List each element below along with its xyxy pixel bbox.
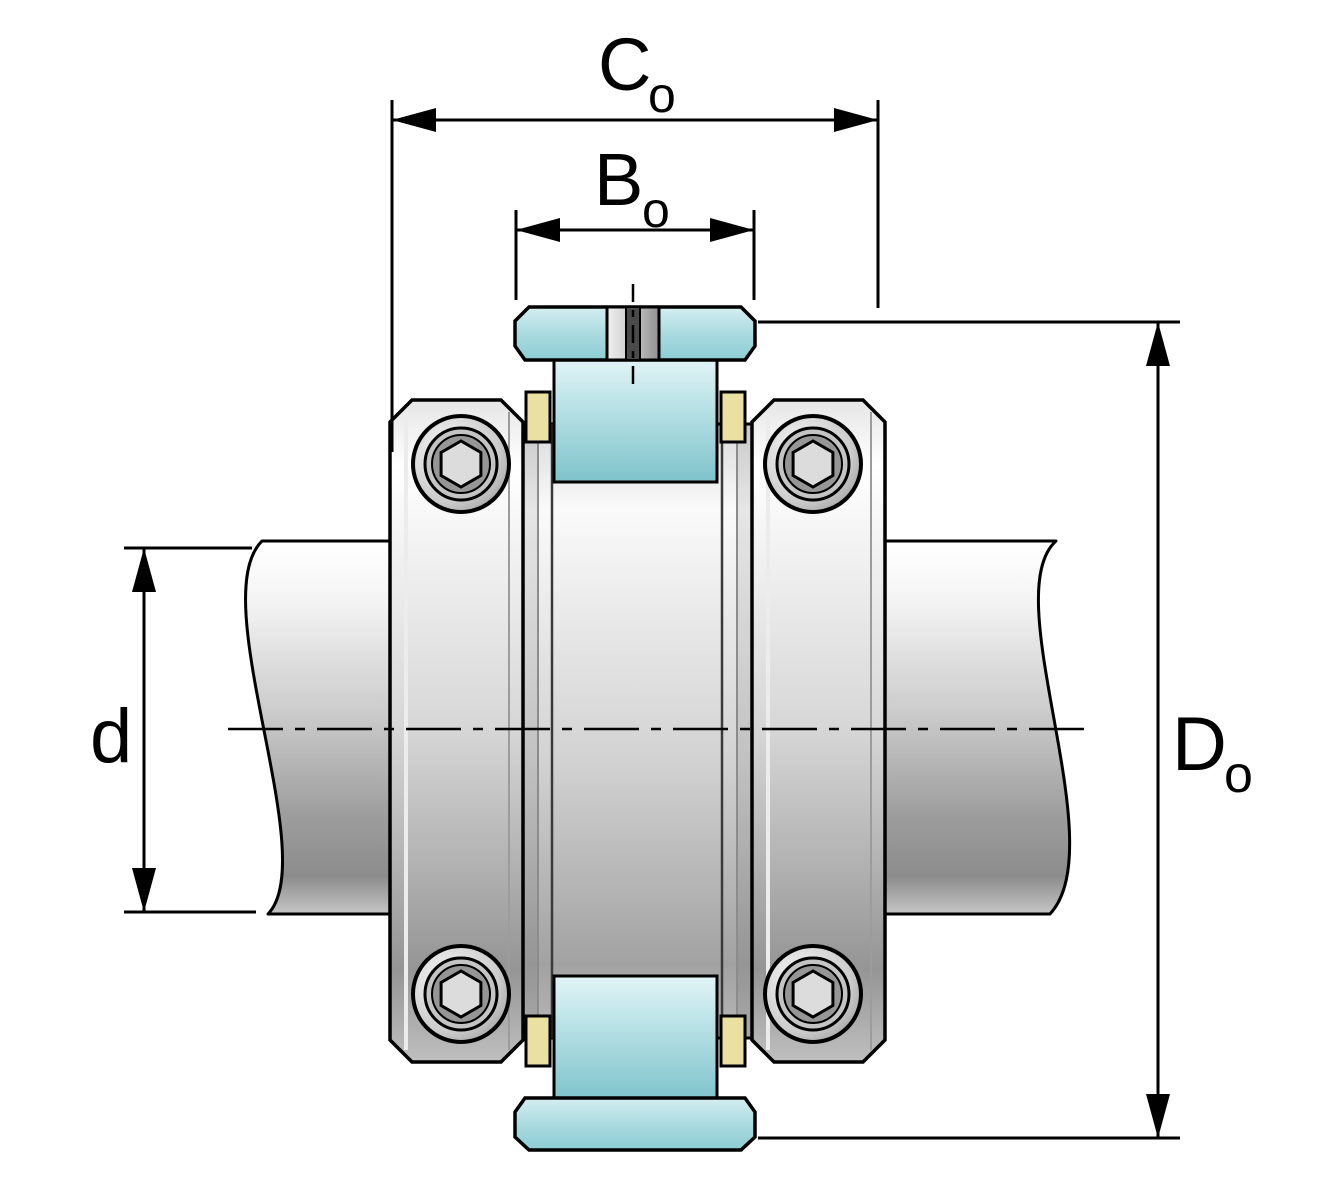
arrowhead-bo-right	[710, 218, 754, 242]
cage-block-bottom-left	[524, 1014, 552, 1068]
housing-shadow-right	[736, 424, 752, 1038]
label-bo: B o	[594, 138, 670, 238]
cage-block-top-left	[524, 390, 552, 444]
housing-drum	[521, 422, 754, 1040]
grease-fitting-top-neck	[552, 356, 719, 484]
grease-fitting-bottom	[524, 974, 747, 1102]
clamp-ring-left	[388, 398, 525, 1064]
clamp-ring-right	[750, 398, 887, 1064]
cage-block-bottom-right	[719, 1014, 747, 1068]
grease-fitting-top	[524, 356, 747, 484]
dimension-co	[390, 100, 880, 452]
hex-socket-screw-top-right	[763, 414, 863, 514]
label-co: C o	[598, 23, 676, 123]
hex-socket-screw-top-left	[411, 414, 511, 514]
arrowhead-bo-left	[516, 218, 560, 242]
hex-socket-screw-bottom-left	[411, 944, 511, 1044]
housing-shadow-left	[523, 424, 539, 1038]
arrowhead-do-bottom	[1146, 1094, 1170, 1138]
arrowhead-co-right	[834, 108, 878, 132]
dimension-do	[758, 320, 1180, 1140]
grease-cap-bottom	[513, 1096, 757, 1152]
label-d: d	[90, 694, 132, 779]
dimension-bo	[514, 210, 756, 300]
arrowhead-do-top	[1146, 322, 1170, 366]
arrowhead-d-bottom	[132, 868, 156, 912]
hex-socket-screw-bottom-right	[763, 944, 863, 1044]
cage-block-top-right	[719, 390, 747, 444]
grease-cap-top	[513, 305, 757, 362]
arrowhead-d-top	[132, 548, 156, 592]
grease-fitting-bottom-neck	[552, 974, 719, 1102]
arrowhead-co-left	[392, 108, 436, 132]
dimension-d	[124, 546, 256, 914]
label-do: D o	[1172, 702, 1253, 804]
